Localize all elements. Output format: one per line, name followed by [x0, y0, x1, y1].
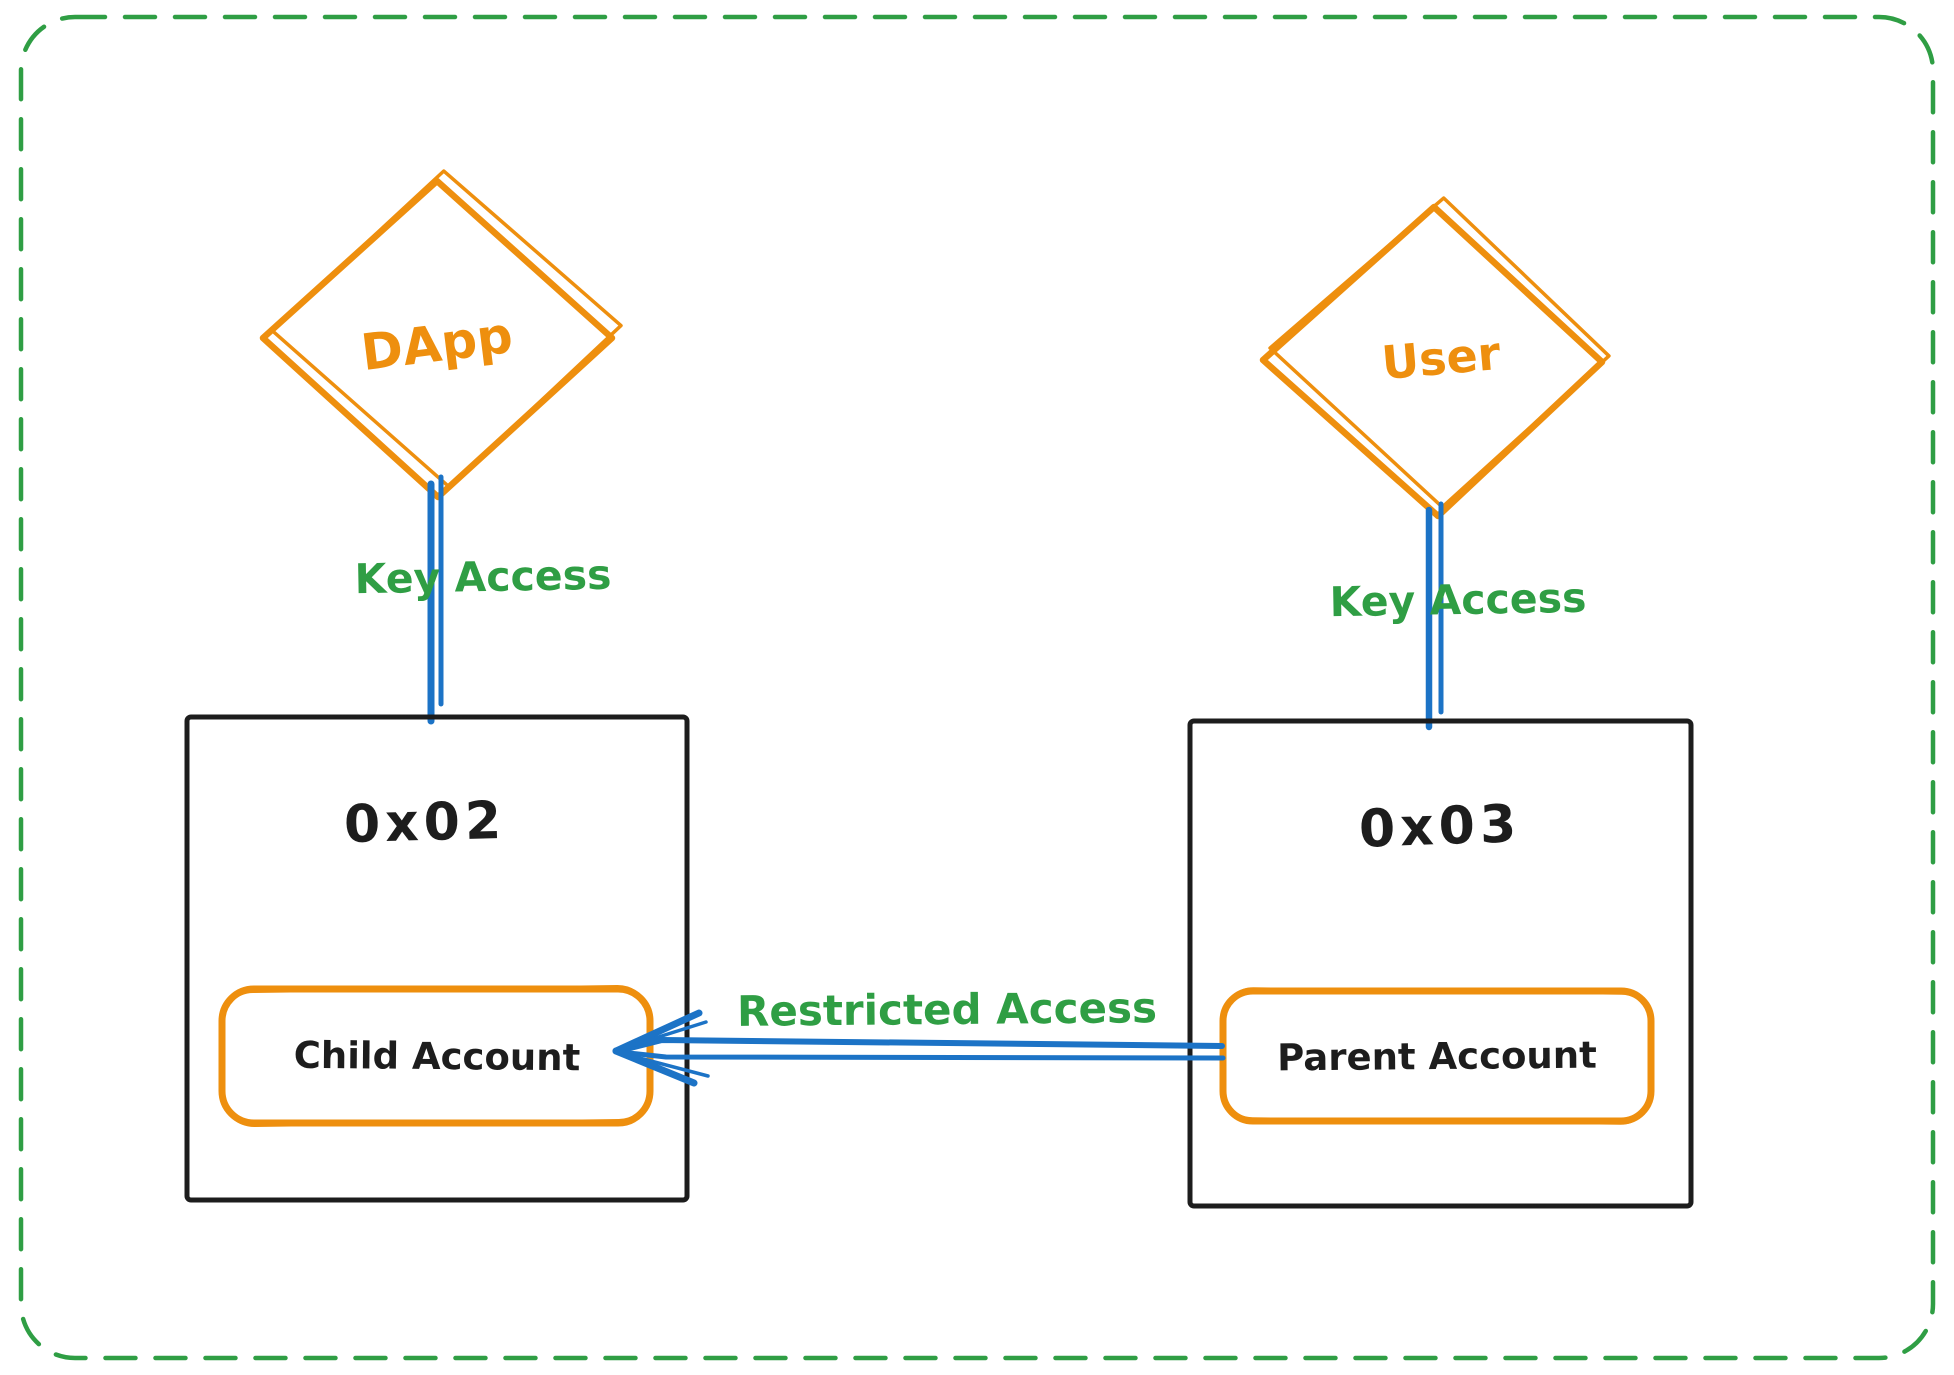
parent-wallet-address: 0x03: [1358, 794, 1522, 860]
child-wallet-box: 0x02 Child Account: [184, 714, 690, 1203]
key-access-label-left: Key Access: [354, 551, 612, 603]
parent-account-pill-sketch-echo: [1221, 987, 1653, 1125]
child-wallet-rect: [184, 714, 690, 1203]
parent-wallet-rect-sketch-echo: [1187, 718, 1694, 1209]
child-wallet-rect-sketch-echo: [184, 714, 690, 1203]
key-access-edge-user: Key Access: [1329, 501, 1587, 731]
user-label: User: [1380, 326, 1503, 390]
outer-dashed-border: [18, 14, 1936, 1361]
parent-wallet-rect: [1187, 718, 1694, 1209]
child-wallet-address: 0x02: [343, 791, 507, 855]
dapp-label: DApp: [358, 306, 516, 382]
user-node: User: [1259, 196, 1611, 520]
child-account-label: Child Account: [294, 1034, 581, 1079]
restricted-access-arrowhead-echo-bottom: [630, 1054, 710, 1078]
parent-account-label: Parent Account: [1277, 1034, 1597, 1080]
dapp-diamond-sketch-echo: [270, 169, 623, 489]
user-diamond-shape: [1259, 203, 1606, 520]
dapp-node: DApp: [259, 169, 623, 501]
restricted-access-label: Restricted Access: [737, 983, 1157, 1036]
parent-wallet-box: 0x03 Parent Account: [1187, 718, 1694, 1209]
key-access-edge-dapp: Key Access: [354, 474, 612, 725]
restricted-access-shaft-b: [617, 1049, 1226, 1061]
restricted-access-arrowhead-echo-top: [628, 1020, 708, 1048]
key-access-label-right: Key Access: [1329, 574, 1587, 626]
restricted-access-shaft-a: [615, 1037, 1225, 1054]
restricted-access-edge: Restricted Access: [612, 983, 1226, 1087]
restricted-access-arrowhead-bottom: [612, 1047, 698, 1087]
